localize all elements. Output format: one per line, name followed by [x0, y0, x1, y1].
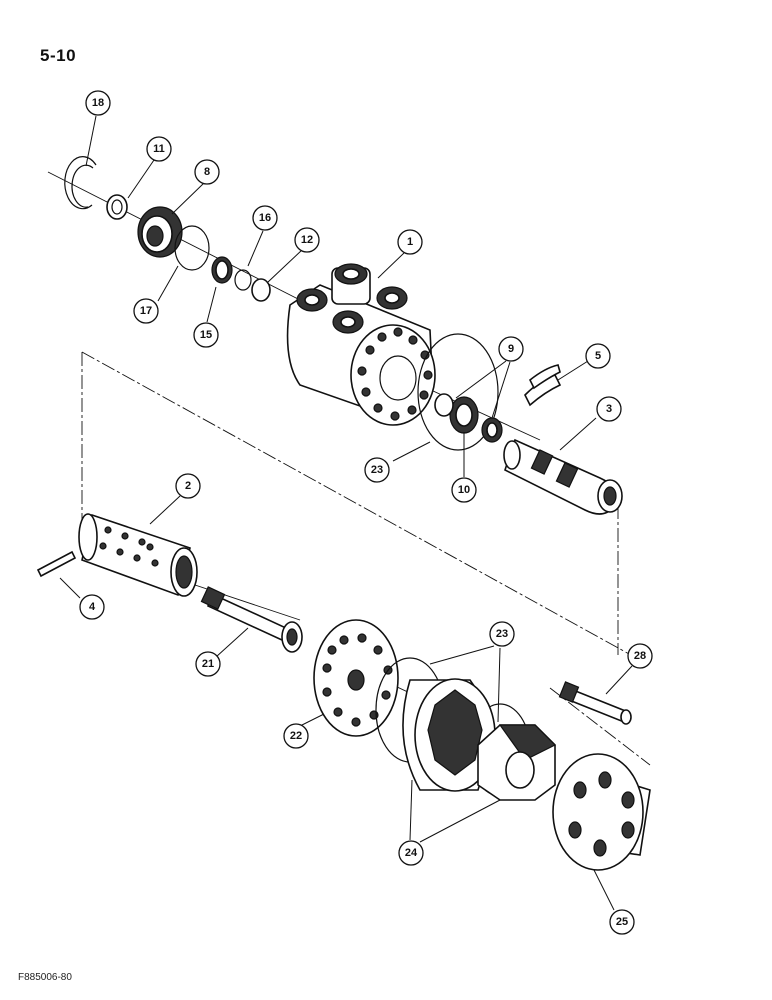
- spool-3: [503, 438, 623, 515]
- svg-text:8: 8: [204, 166, 210, 178]
- svg-text:2: 2: [185, 480, 191, 492]
- svg-text:22: 22: [290, 730, 302, 742]
- callout-2: 2: [175, 473, 201, 499]
- ring-15: [211, 256, 233, 284]
- bolt-28: [558, 681, 632, 725]
- callout-10: 10: [451, 477, 477, 503]
- svg-text:24: 24: [405, 847, 418, 859]
- callout-17: 17: [133, 298, 159, 324]
- callout-8: 8: [194, 159, 220, 185]
- callout-18: 18: [85, 90, 111, 116]
- svg-text:11: 11: [153, 143, 165, 155]
- svg-text:12: 12: [301, 234, 313, 246]
- pin-4: [36, 550, 77, 578]
- page-number: 5-10: [40, 46, 77, 65]
- svg-text:21: 21: [202, 658, 214, 670]
- callout-24: 24: [398, 840, 424, 866]
- housing-1: [286, 263, 436, 426]
- svg-text:15: 15: [200, 329, 212, 341]
- callout-16: 16: [252, 205, 278, 231]
- callout-28: 28: [627, 643, 653, 669]
- callout-leaders: [59, 115, 633, 911]
- svg-text:4: 4: [89, 601, 96, 613]
- callout-11: 11: [146, 136, 172, 162]
- callout-23-upper: 23: [364, 457, 390, 483]
- ring-12: [251, 278, 271, 302]
- svg-text:18: 18: [92, 97, 104, 109]
- callout-22: 22: [283, 723, 309, 749]
- callout-23-lower: 23: [489, 621, 515, 647]
- svg-text:9: 9: [508, 343, 514, 355]
- washer-11: [106, 194, 128, 220]
- callout-4: 4: [79, 594, 105, 620]
- svg-text:23: 23: [371, 464, 383, 476]
- callout-12: 12: [294, 227, 320, 253]
- callout-1: 1: [397, 229, 423, 255]
- callout-25: 25: [609, 909, 635, 935]
- sleeve-2: [78, 513, 198, 597]
- svg-text:25: 25: [616, 916, 628, 928]
- o-ring-17: [174, 225, 210, 271]
- svg-text:23: 23: [496, 628, 508, 640]
- svg-text:17: 17: [140, 305, 152, 317]
- svg-text:16: 16: [259, 212, 271, 224]
- svg-text:5: 5: [595, 350, 601, 362]
- svg-text:1: 1: [407, 236, 413, 248]
- gasket-23-upper: [417, 333, 499, 451]
- bearing-10: [449, 396, 479, 434]
- callout-3: 3: [596, 396, 622, 422]
- callout-bubbles: 18 11 8 16 12 1 17 15 9 5 3 23 10 2 4 21…: [79, 90, 653, 935]
- callout-15: 15: [193, 322, 219, 348]
- svg-text:10: 10: [458, 484, 470, 496]
- end-cap-25: [552, 753, 651, 871]
- callout-5: 5: [585, 343, 611, 369]
- callout-21: 21: [195, 651, 221, 677]
- svg-text:28: 28: [634, 650, 646, 662]
- gerotor-set-24: [402, 678, 557, 801]
- seal-8: [137, 206, 183, 258]
- o-ring-16: [234, 269, 252, 291]
- callout-9: 9: [498, 336, 524, 362]
- drive-shaft-21: [200, 586, 303, 653]
- figure-code: F885006-80: [18, 972, 72, 983]
- springs-5: [524, 364, 562, 407]
- plate-22: [313, 619, 399, 737]
- svg-text:3: 3: [606, 403, 612, 415]
